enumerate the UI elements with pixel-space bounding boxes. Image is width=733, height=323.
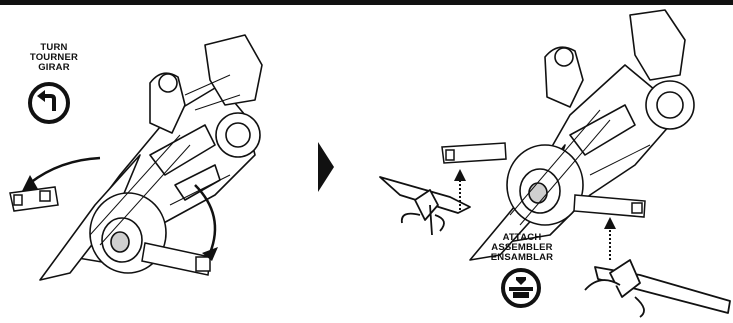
step-2-panel: ATTACH ASSEMBLER ENSAMBLAR xyxy=(340,5,733,323)
attach-label-en: ATTACH xyxy=(502,232,542,243)
turn-label: TURN TOURNER GIRAR xyxy=(24,43,84,73)
turn-arrow-icon xyxy=(28,82,70,124)
attach-label: ATTACH ASSEMBLER ENSAMBLAR xyxy=(490,233,554,263)
attach-press-icon xyxy=(501,268,541,308)
vehicle-drawing-step2 xyxy=(379,9,731,318)
attach-label-es: ENSAMBLAR xyxy=(490,252,554,263)
top-border xyxy=(0,0,733,5)
step-1-panel: TURN TOURNER GIRAR xyxy=(0,5,300,323)
vehicle-drawing-step1 xyxy=(9,34,263,281)
attach-label-fr: ASSEMBLER xyxy=(491,242,553,253)
turn-label-fr: TOURNER xyxy=(29,52,79,63)
turn-label-es: GIRAR xyxy=(38,62,70,73)
step-arrow-right-icon xyxy=(318,142,334,192)
turn-label-en: TURN xyxy=(40,42,68,53)
